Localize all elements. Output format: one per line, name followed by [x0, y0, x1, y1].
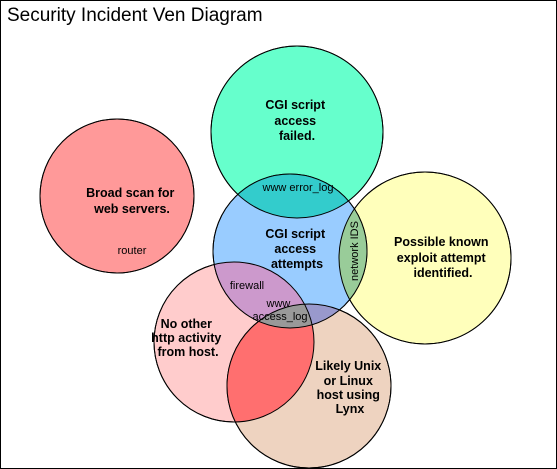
broad-scan-label: Broad scan for web servers. — [86, 186, 178, 216]
error-log-label: www error_log — [262, 182, 334, 194]
failed-label: CGI script access failed. — [265, 98, 328, 143]
exploit-label: Possible known exploit attempt identifie… — [394, 235, 492, 280]
overlap-firewall-region — [213, 262, 314, 328]
network-ids-label: network IDS — [349, 221, 361, 281]
access-log-label: www access_log — [252, 298, 307, 323]
firewall-label: firewall — [230, 280, 264, 292]
circle-outlines — [39, 45, 512, 468]
diagram-title: Security Incident Ven Diagram — [7, 5, 263, 26]
unix-lynx-label: Likely Unix or Linux host using Lynx — [315, 359, 384, 416]
no-http-label: No other http activity from host. — [151, 317, 225, 359]
router-label: router — [118, 245, 147, 257]
attempts-label: CGI script access attempts — [265, 227, 328, 271]
